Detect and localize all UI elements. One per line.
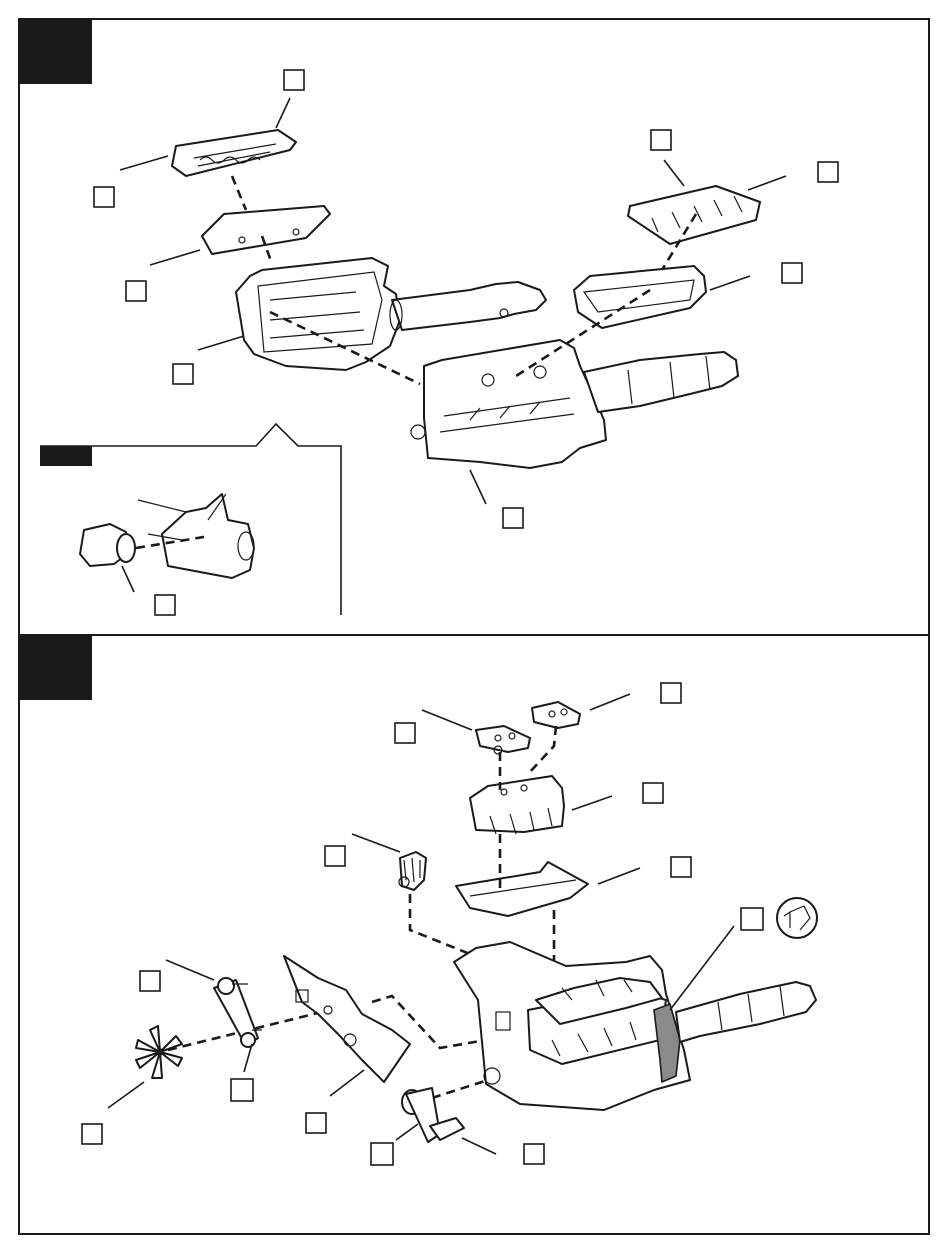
step-a-panel	[20, 20, 838, 615]
step-b-panel	[20, 636, 817, 1165]
intake-tray-part	[456, 862, 588, 916]
step-a-number-tab	[20, 20, 92, 84]
engine-block-part	[411, 340, 738, 468]
gasket-block-part	[202, 206, 330, 254]
distributor-part	[399, 852, 426, 890]
exhaust-manifold-part	[284, 956, 410, 1082]
step-b-number-tab	[20, 636, 92, 700]
rotate-arrow-icon	[777, 898, 817, 938]
detail-tab	[40, 446, 92, 466]
air-cleaner-part-left	[476, 726, 530, 754]
engine-assembly	[454, 942, 816, 1110]
pulley-belt-part	[214, 978, 262, 1047]
detail-inset	[40, 424, 341, 615]
fan-part	[136, 1026, 182, 1078]
valley-pan-part	[172, 130, 296, 176]
air-cleaner-part-right	[532, 702, 580, 728]
align-line-b2	[528, 726, 556, 774]
intake-manifold-part	[470, 776, 564, 834]
alternator-belt-part	[402, 1088, 464, 1142]
align-line-b8	[432, 1080, 488, 1098]
align-line-a1	[232, 176, 246, 210]
cylinder-head-right-part	[574, 266, 706, 328]
